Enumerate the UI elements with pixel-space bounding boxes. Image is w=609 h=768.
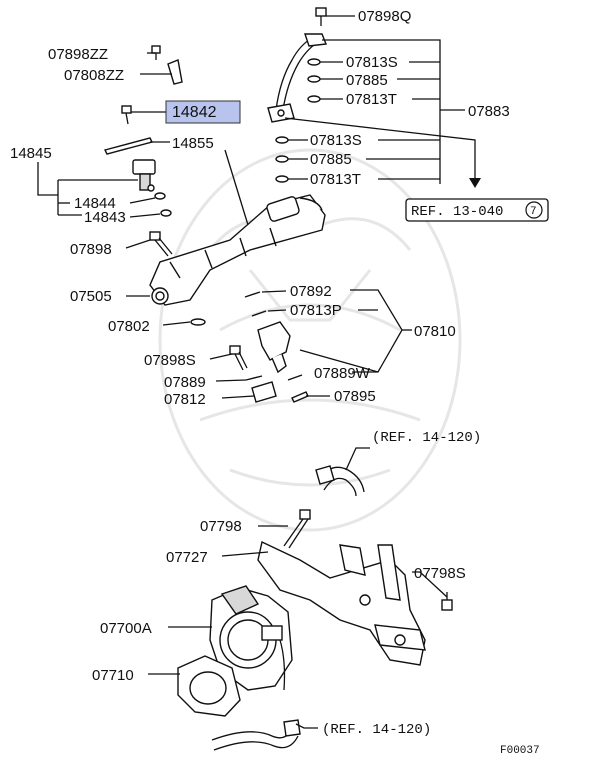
label-07813S-upper: 07813S bbox=[346, 54, 398, 71]
label-07895: 07895 bbox=[334, 388, 376, 405]
bracket-parts bbox=[121, 45, 183, 125]
label-07813T-lower: 07813T bbox=[310, 171, 361, 188]
injector-assembly bbox=[190, 291, 309, 403]
oring-14855 bbox=[103, 137, 154, 155]
label-14845: 14845 bbox=[10, 145, 52, 162]
intake-bracket bbox=[257, 540, 426, 666]
watermark-emblem bbox=[158, 148, 462, 532]
label-07885-lower: 07885 bbox=[310, 151, 352, 168]
bolt-07898 bbox=[149, 231, 173, 257]
label-07813T-upper: 07813T bbox=[346, 91, 397, 108]
label-ref-13-040-circle: 7 bbox=[530, 206, 537, 218]
label-14843: 14843 bbox=[84, 209, 126, 226]
label-07898Q: 07898Q bbox=[358, 8, 411, 25]
label-07810: 07810 bbox=[414, 323, 456, 340]
label-ref-14-120-lower: (REF. 14-120) bbox=[322, 722, 431, 738]
fuel-rail bbox=[149, 194, 326, 306]
label-07813P: 07813P bbox=[290, 302, 342, 319]
leader-lines bbox=[37, 15, 481, 729]
bolt-07798 bbox=[283, 509, 311, 549]
lower-hose bbox=[211, 719, 301, 751]
figure-code: F00037 bbox=[500, 745, 540, 757]
label-07889W: 07889W bbox=[314, 365, 371, 382]
label-07798: 07798 bbox=[200, 518, 242, 535]
label-14842: 14842 bbox=[172, 104, 217, 121]
washer-stack-upper bbox=[275, 58, 321, 183]
bolt-07898Q bbox=[315, 7, 327, 26]
label-14844: 14844 bbox=[74, 195, 116, 212]
label-07505: 07505 bbox=[70, 288, 112, 305]
label-14855: 14855 bbox=[172, 135, 214, 152]
gasket-07710 bbox=[177, 655, 241, 717]
label-07727: 07727 bbox=[166, 549, 208, 566]
fuel-pressure-hose bbox=[267, 33, 327, 123]
label-07808ZZ: 07808ZZ bbox=[64, 67, 124, 84]
bolt-07798S bbox=[441, 592, 453, 611]
label-07813S-lower: 07813S bbox=[310, 132, 362, 149]
label-07802: 07802 bbox=[108, 318, 150, 335]
label-07710: 07710 bbox=[92, 667, 134, 684]
label-07898S: 07898S bbox=[144, 352, 196, 369]
label-07798S: 07798S bbox=[414, 565, 466, 582]
label-07892: 07892 bbox=[290, 283, 332, 300]
label-07889: 07889 bbox=[164, 374, 206, 391]
label-07812: 07812 bbox=[164, 391, 206, 408]
label-ref-14-120-upper: (REF. 14-120) bbox=[372, 430, 481, 446]
highlight-14842 bbox=[165, 100, 241, 124]
fuel-pressure-sensor bbox=[132, 159, 172, 217]
label-07898: 07898 bbox=[70, 241, 112, 258]
label-ref-13-040: REF. 13-040 bbox=[411, 204, 503, 220]
throttle-body bbox=[209, 585, 293, 691]
label-07883: 07883 bbox=[468, 103, 510, 120]
ref-13-040-box bbox=[405, 198, 549, 222]
label-07700A: 07700A bbox=[100, 620, 152, 637]
part-labels: 07898Q 07898ZZ 07808ZZ 14842 07813S 0788… bbox=[10, 8, 540, 757]
upper-hose bbox=[315, 465, 365, 497]
label-07885-upper: 07885 bbox=[346, 72, 388, 89]
label-07898ZZ: 07898ZZ bbox=[48, 46, 108, 63]
